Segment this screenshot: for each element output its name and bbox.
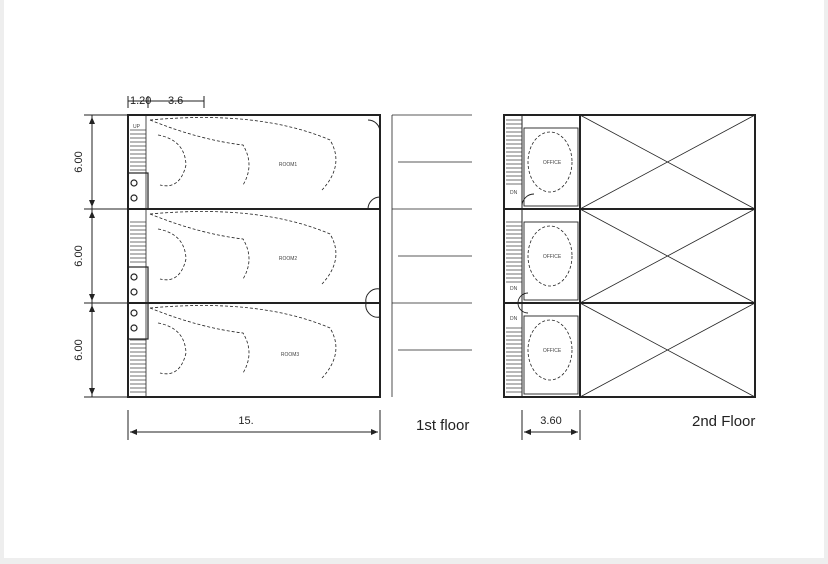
first-floor-title: 1st floor bbox=[416, 417, 469, 434]
first-floor-wiring bbox=[149, 117, 337, 379]
first-floor-doors bbox=[365, 119, 381, 318]
office-label-1: OFFICE bbox=[543, 160, 562, 166]
dimension-lines bbox=[84, 96, 581, 440]
stair-down-label-2: DN bbox=[510, 286, 518, 292]
stair-down-label-1: DN bbox=[510, 190, 518, 196]
first-floor-toilets bbox=[127, 172, 149, 340]
dim-left-3: 6.00 bbox=[73, 339, 85, 360]
office-label-2: OFFICE bbox=[543, 254, 562, 260]
dim-left-2: 6.00 bbox=[73, 245, 85, 266]
room-label-3: ROOM3 bbox=[281, 352, 300, 358]
second-floor-stairs bbox=[506, 119, 522, 393]
first-floor-extension-lines bbox=[391, 114, 472, 397]
second-floor-plan bbox=[503, 114, 756, 398]
drawing-sheet bbox=[4, 0, 824, 558]
room-label-2: ROOM2 bbox=[279, 256, 298, 262]
first-floor-plan bbox=[127, 114, 472, 398]
second-floor-title: 2nd Floor bbox=[692, 413, 755, 430]
office-label-3: OFFICE bbox=[543, 348, 562, 354]
dim-top-b: 3.6 bbox=[168, 95, 183, 107]
stair-up-label: UP bbox=[133, 124, 141, 130]
dim-top-a: 1.20 bbox=[130, 95, 151, 107]
dim-bottom-first: 15. bbox=[238, 415, 253, 427]
dim-left-1: 6.00 bbox=[73, 151, 85, 172]
stair-down-label-3: DN bbox=[510, 316, 518, 322]
dim-bottom-second: 3.60 bbox=[540, 415, 561, 427]
room-label-1: ROOM1 bbox=[279, 162, 298, 168]
